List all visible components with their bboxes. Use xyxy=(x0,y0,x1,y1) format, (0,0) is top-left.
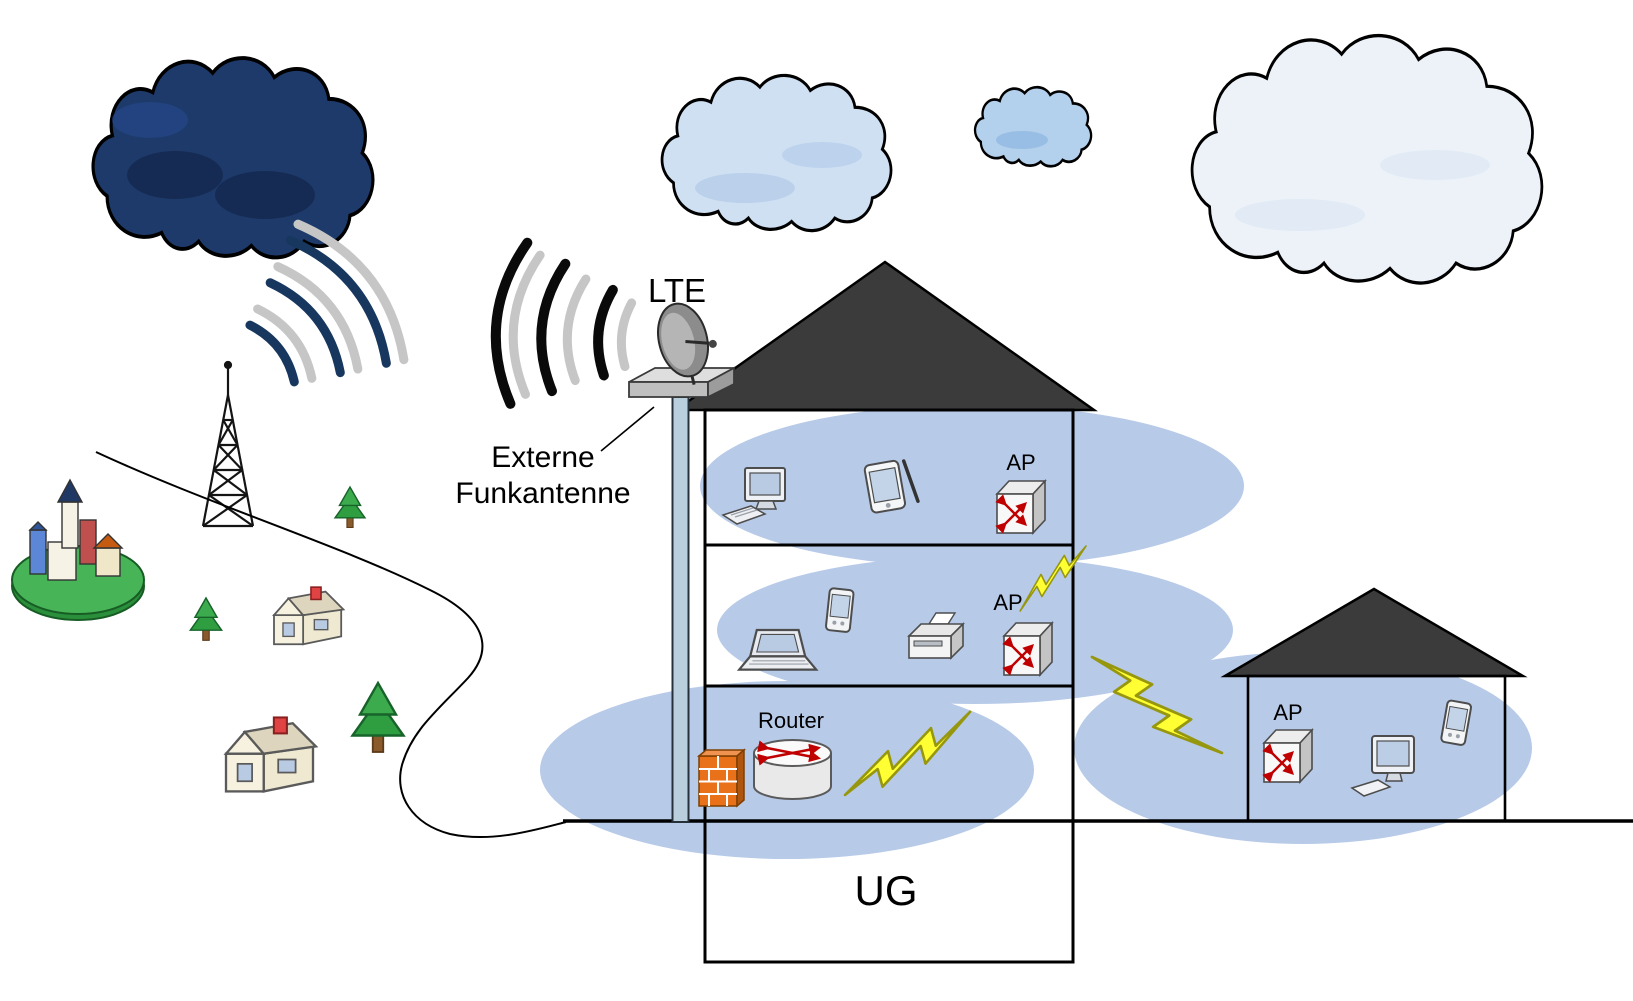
access-point-icon-right xyxy=(1264,730,1312,782)
antenna-pole xyxy=(671,396,690,823)
dark-cloud-icon xyxy=(91,56,375,260)
wifi-zone-top-floor xyxy=(700,405,1244,567)
tree-icon xyxy=(351,681,405,754)
access-road-line xyxy=(95,451,567,839)
router-label: Router xyxy=(758,708,824,733)
antenna-caption-line2: Funkantenne xyxy=(455,477,630,510)
lte-label: LTE xyxy=(648,272,706,309)
right-roof xyxy=(1220,587,1528,678)
antenna-caption-line1: Externe xyxy=(491,441,594,474)
ap-label-middle: AP xyxy=(993,590,1022,615)
pda-icon xyxy=(824,587,855,634)
basement-label: UG xyxy=(855,867,918,914)
caption-pointer-line xyxy=(600,406,655,452)
tree-icon xyxy=(334,486,366,529)
satellite-dish-icon xyxy=(657,302,717,385)
light-cloud-icon xyxy=(660,73,893,233)
city-icon xyxy=(11,478,145,621)
small-cloud-icon xyxy=(973,85,1093,168)
ap-label-right: AP xyxy=(1273,700,1302,725)
access-point-icon-middle xyxy=(1004,623,1052,675)
tree-icon xyxy=(189,597,223,642)
tower-radio-waves-icon xyxy=(245,219,409,387)
pale-cloud-icon xyxy=(1190,33,1544,285)
antenna-platform xyxy=(628,366,735,399)
radio-tower-icon xyxy=(201,360,255,528)
house-icon xyxy=(224,716,318,793)
house-icon xyxy=(273,586,345,646)
access-point-icon-top xyxy=(997,481,1045,533)
router-icon xyxy=(754,740,831,799)
firewall-icon xyxy=(698,749,745,807)
ap-label-top: AP xyxy=(1006,450,1035,475)
lte-radio-waves-icon xyxy=(490,237,637,409)
main-roof xyxy=(672,260,1098,412)
